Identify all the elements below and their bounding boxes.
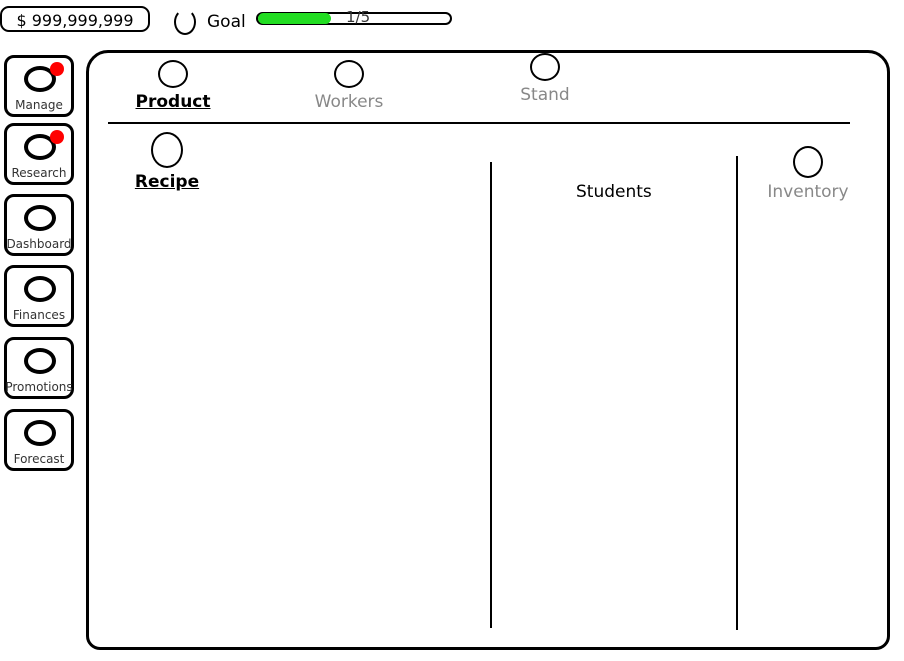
dashboard-icon [24, 205, 56, 231]
sidebar-item-label: Promotions [5, 380, 73, 394]
tab-label: Product [135, 92, 211, 112]
subtab-label: Recipe [134, 172, 200, 192]
sidebar-item-finances[interactable]: Finances [4, 265, 74, 327]
goal-progress-text: 1/5 [346, 8, 371, 26]
sidebar-item-dashboard[interactable]: Dashboard [4, 194, 74, 256]
workers-icon [334, 60, 364, 88]
students-header: Students [576, 182, 652, 202]
recipe-icon [151, 132, 183, 168]
inventory-icon [793, 146, 823, 178]
subtab-label: Inventory [767, 182, 849, 202]
column-divider [736, 156, 738, 630]
manage-icon [24, 66, 56, 92]
forecast-icon [24, 420, 56, 446]
tab-workers[interactable]: Workers [300, 60, 398, 112]
subtab-inventory[interactable]: Inventory [760, 146, 856, 202]
sidebar-item-label: Finances [12, 308, 66, 322]
sidebar-item-manage[interactable]: Manage [4, 55, 74, 117]
sidebar-item-label: Manage [15, 98, 63, 112]
stand-icon [530, 53, 560, 81]
goal-progress-bar: 1/5 [256, 8, 452, 26]
sidebar-item-label: Forecast [13, 452, 65, 466]
tab-stand[interactable]: Stand [505, 53, 585, 105]
tab-product[interactable]: Product [128, 60, 218, 112]
sidebar-item-forecast[interactable]: Forecast [4, 409, 74, 471]
subtab-recipe[interactable]: Recipe [128, 132, 206, 192]
finances-icon [24, 276, 56, 302]
sidebar-item-label: Dashboard [6, 237, 72, 251]
tab-label: Stand [520, 85, 570, 105]
product-icon [158, 60, 188, 88]
research-icon [24, 134, 56, 160]
tab-divider [108, 122, 850, 124]
sidebar-item-research[interactable]: Research [4, 123, 74, 185]
sidebar-item-label: Research [11, 166, 67, 180]
notification-dot [50, 62, 64, 76]
money-display: $ 999,999,999 [0, 6, 150, 32]
goal-label: Goal [207, 12, 246, 32]
sidebar-item-promotions[interactable]: Promotions [4, 337, 74, 399]
tab-label: Workers [314, 92, 384, 112]
notification-dot [50, 130, 64, 144]
goal-progress-fill [258, 13, 331, 24]
goal-icon [174, 9, 196, 35]
promotions-icon [24, 348, 56, 374]
column-divider [490, 162, 492, 628]
main-panel [86, 50, 890, 650]
